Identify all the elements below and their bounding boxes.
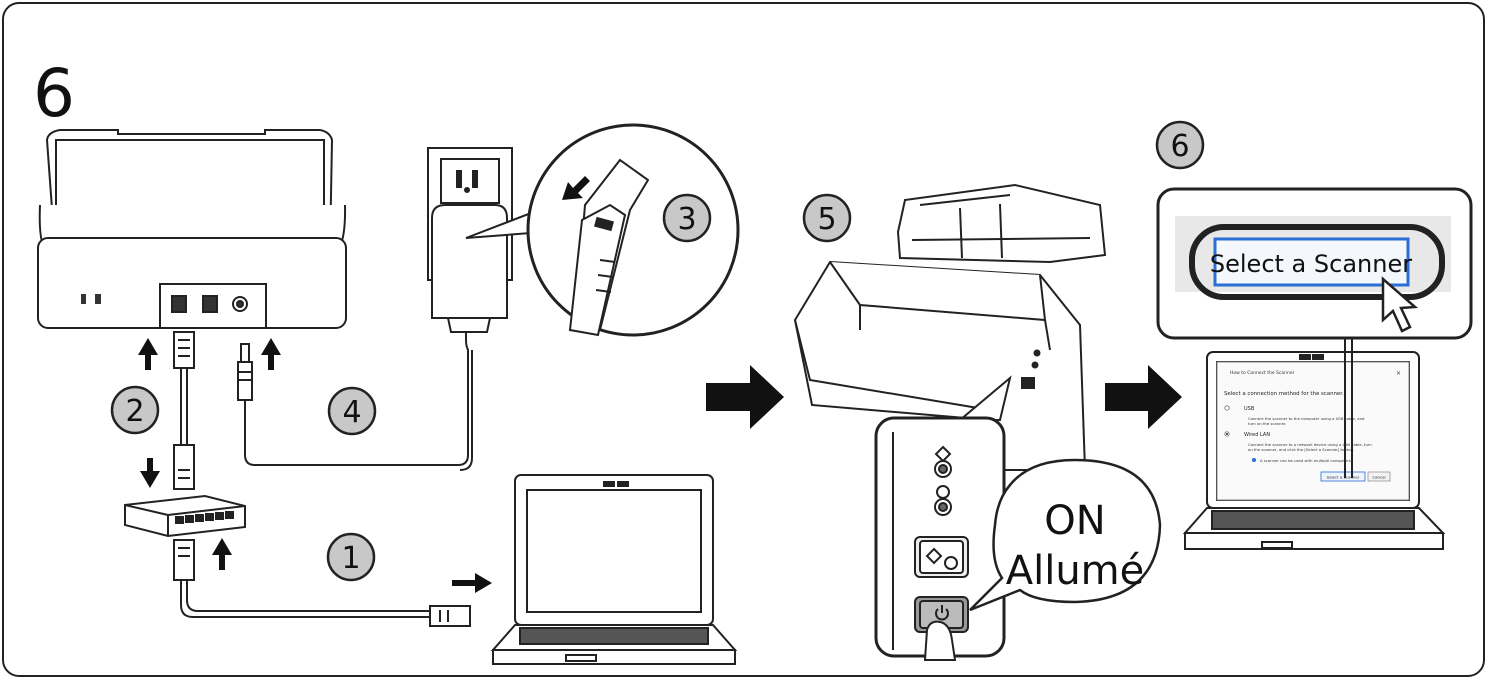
arrow-down-icon	[140, 458, 160, 488]
callout-1: 1	[326, 532, 376, 582]
arrow-down-left-icon	[562, 176, 590, 200]
wired-lan-option-label: Wired LAN	[1244, 432, 1270, 438]
svg-text:4: 4	[342, 395, 361, 430]
select-scanner-button[interactable]	[1320, 471, 1366, 482]
scanner-front-view	[793, 183, 1107, 471]
lan-port	[171, 295, 187, 313]
arrow-up-icon	[261, 338, 281, 370]
svg-text:5: 5	[817, 202, 836, 237]
mouse-cursor-icon	[1381, 276, 1419, 333]
lan-cable-to-scanner	[173, 331, 195, 490]
info-icon	[1252, 458, 1256, 462]
svg-text:on the scanner, and click the: on the scanner, and click the [Select a …	[1248, 447, 1354, 452]
svg-text:6: 6	[1170, 129, 1189, 164]
dialog-title: How to Connect the Scanner	[1230, 370, 1295, 376]
connection-dialog: How to Connect the Scanner × Select a co…	[1216, 361, 1410, 501]
svg-text:turn on the scanner.: turn on the scanner.	[1248, 421, 1286, 426]
select-scanner-zoom: Select a Scanner	[1156, 187, 1473, 478]
power-button[interactable]	[914, 596, 969, 633]
dialog-close-icon[interactable]: ×	[1396, 370, 1401, 377]
callout-3: 3	[662, 193, 712, 243]
scanner-rear-view	[37, 129, 347, 329]
step-number: 6	[33, 55, 75, 132]
svg-text:Connect the scanner to the com: Connect the scanner to the computer usin…	[1248, 416, 1365, 421]
lock-slot-icon	[81, 294, 86, 304]
operator-panel-closeup	[874, 416, 1006, 661]
dialog-prompt: Select a connection method for the scann…	[1224, 391, 1344, 397]
arrow-up-icon	[138, 338, 158, 370]
callout-6: 6	[1155, 120, 1205, 170]
on-label-fr: Allumé	[1006, 548, 1145, 594]
start-indicator-icon	[934, 445, 952, 478]
step-arrow-icon	[706, 365, 784, 429]
svg-text:Select a Scanner: Select a Scanner	[1327, 475, 1360, 480]
dialog-note: A scanner can be used with multiple comp…	[1260, 458, 1352, 463]
finger-icon	[923, 620, 957, 661]
laptop-keyboard	[519, 627, 709, 645]
callout-4: 4	[327, 386, 377, 436]
plug-attachment	[568, 158, 650, 337]
usb-port	[202, 295, 218, 313]
network-hub	[124, 494, 246, 538]
usb-radio[interactable]	[1224, 405, 1230, 411]
cancel-button[interactable]	[1367, 471, 1391, 482]
svg-text:Cancel: Cancel	[1372, 475, 1385, 480]
usb-option-label: USB	[1244, 406, 1255, 412]
arrow-right-icon	[452, 573, 492, 593]
dc-plug	[237, 343, 253, 401]
svg-text:1: 1	[341, 541, 360, 576]
on-label: ON	[1044, 498, 1105, 544]
callout-5: 5	[802, 193, 852, 243]
arrow-up-icon	[212, 538, 232, 570]
laptop-computer	[490, 474, 738, 665]
svg-text:3: 3	[677, 202, 696, 237]
svg-text:2: 2	[125, 394, 144, 429]
scan-stop-button[interactable]	[914, 536, 969, 578]
power-on-bubble: ON Allumé	[969, 458, 1162, 612]
svg-text:Connect the scanner to a netwo: Connect the scanner to a network device …	[1248, 442, 1372, 447]
zoom-select-scanner-label: Select a Scanner	[1210, 250, 1412, 278]
error-indicator-icon	[934, 485, 952, 516]
step-arrow-icon	[1105, 365, 1182, 429]
callout-2: 2	[110, 385, 160, 435]
lan-cable-to-laptop	[173, 539, 471, 627]
